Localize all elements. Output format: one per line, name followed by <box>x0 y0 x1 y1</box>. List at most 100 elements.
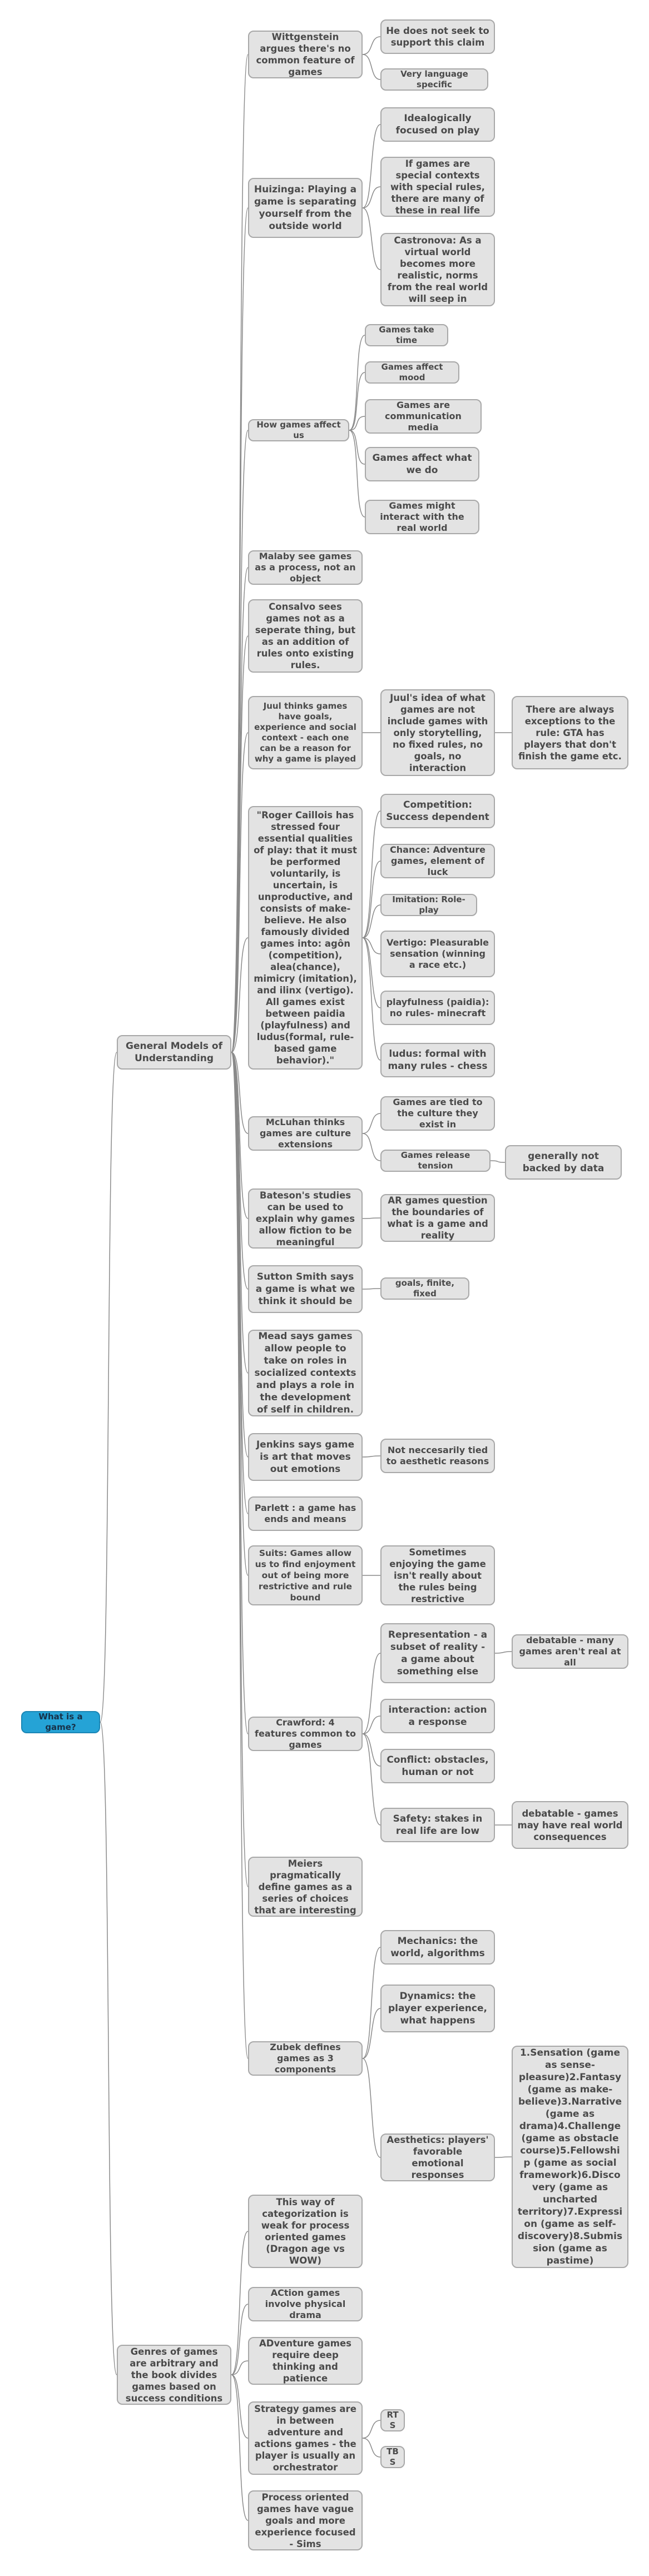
root-node[interactable]: What is a game? <box>21 1711 100 1733</box>
node-suits[interactable]: Suits: Games allow us to find enjoyment … <box>248 1545 363 1605</box>
node-juul[interactable]: Juul thinks games have goals, experience… <box>248 696 363 769</box>
node-genres-rts[interactable]: RTS <box>380 2409 405 2431</box>
node-juul-exceptions[interactable]: There are always exceptions to the rule:… <box>512 696 628 769</box>
node-caillois-chance[interactable]: Chance: Adventure games, element of luck <box>380 844 495 878</box>
node-genres[interactable]: Genres of games are arbitrary and the bo… <box>117 2345 231 2405</box>
node-caillois-vertigo[interactable]: Vertigo: Pleasurable sensation (winning … <box>380 931 495 977</box>
node-mcluhan[interactable]: McLuhan thinks games are culture extensi… <box>248 1116 363 1151</box>
edge-genres-gn4 <box>231 2374 249 2439</box>
edge-caillois-c1 <box>362 810 381 938</box>
edge-root-genres <box>100 1722 117 2375</box>
node-games-real-world[interactable]: Games might interact with the real world <box>365 500 479 534</box>
edge-general-caillois <box>231 937 249 1053</box>
node-wittgenstein-language[interactable]: Very language specific <box>380 68 488 91</box>
edge-general-howgames <box>231 430 249 1053</box>
node-zubek[interactable]: Zubek defines games as 3 components <box>248 2041 363 2076</box>
node-crawford-representation-debate[interactable]: debatable - many games aren't real at al… <box>512 1634 628 1669</box>
edge-general-mcluhan <box>231 1052 249 1134</box>
edge-caillois-c2 <box>362 861 381 938</box>
edge-caillois-c5 <box>362 937 381 1008</box>
edge-wittgenstein-w2 <box>362 54 381 80</box>
edge-general-juul <box>231 732 249 1053</box>
node-games-affect-mood[interactable]: Games affect mood <box>365 361 459 384</box>
edge-caillois-c3 <box>362 904 381 938</box>
edge-zubek-z1 <box>362 1947 381 2059</box>
edge-genres-gn1 <box>231 2231 249 2375</box>
node-parlett[interactable]: Parlett : a game has ends and means <box>248 1496 363 1531</box>
node-sutton-smith[interactable]: Sutton Smith says a game is what we thin… <box>248 1265 363 1313</box>
node-caillois-ludus[interactable]: ludus: formal with many rules - chess <box>380 1043 495 1077</box>
node-huizinga[interactable]: Huizinga: Playing a game is separating y… <box>248 178 363 238</box>
edge-zubek-z2 <box>362 2008 381 2059</box>
edge-general-consalvo <box>231 635 249 1053</box>
node-general-models[interactable]: General Models of Understanding <box>117 1035 231 1070</box>
node-crawford-safety[interactable]: Safety: stakes in real life are low <box>380 1808 495 1842</box>
node-consalvo[interactable]: Consalvo sees games not as a seperate th… <box>248 599 363 673</box>
edge-wittgenstein-w1 <box>362 36 381 55</box>
edge-huizinga-h1 <box>362 124 381 208</box>
edge-general-suits <box>231 1052 249 1576</box>
edge-root-general <box>100 1052 117 1723</box>
node-castronova[interactable]: Castronova: As a virtual world becomes m… <box>380 233 495 306</box>
edge-general-bateson <box>231 1052 249 1219</box>
edge-genres-gn5 <box>231 2374 249 2521</box>
node-games-take-time[interactable]: Games take time <box>365 324 448 346</box>
node-sutton-goals[interactable]: goals, finite, fixed <box>380 1277 469 1300</box>
node-crawford[interactable]: Crawford: 4 features common to games <box>248 1717 363 1751</box>
node-genres-process[interactable]: Process oriented games have vague goals … <box>248 2490 363 2550</box>
node-mead[interactable]: Mead says games allow people to take on … <box>248 1330 363 1416</box>
node-mcluhan-culture[interactable]: Games are tied to the culture they exist… <box>380 1096 495 1131</box>
node-how-games-affect[interactable]: How games affect us <box>248 419 349 441</box>
node-suits-enjoying[interactable]: Sometimes enjoying the game isn't really… <box>380 1545 495 1605</box>
node-genres-weak[interactable]: This way of categorization is weak for p… <box>248 2195 363 2268</box>
edge-gn4-gn4a <box>362 2420 381 2439</box>
node-caillois-competition[interactable]: Competition: Success dependent <box>380 794 495 828</box>
edge-howgames-g2 <box>349 372 365 431</box>
node-huizinga-contexts[interactable]: If games are special contexts with speci… <box>380 157 495 217</box>
node-genres-adventure[interactable]: ADventure games require deep thinking an… <box>248 2337 363 2385</box>
node-jenkins[interactable]: Jenkins says game is art that moves out … <box>248 1433 363 1481</box>
edge-crawford-cr2 <box>362 1715 381 1734</box>
node-zubek-dynamics[interactable]: Dynamics: the player experience, what ha… <box>380 1985 495 2032</box>
edge-huizinga-h3 <box>362 207 381 270</box>
edge-howgames-g4 <box>349 430 365 465</box>
node-jenkins-aesthetic[interactable]: Not neccesarily tied to aesthetic reason… <box>380 1439 495 1473</box>
node-wittgenstein[interactable]: Wittgenstein argues there's no common fe… <box>248 31 363 78</box>
node-caillois[interactable]: "Roger Caillois has stressed four essent… <box>248 806 363 1070</box>
node-crawford-interaction[interactable]: interaction: action a response <box>380 1699 495 1733</box>
edge-zubek-z3 <box>362 2058 381 2158</box>
node-bateson[interactable]: Bateson's studies can be used to explain… <box>248 1188 363 1249</box>
node-bateson-ar[interactable]: AR games question the boundaries of what… <box>380 1194 495 1242</box>
edge-gn4-gn4b <box>362 2438 381 2458</box>
edge-mcluhan-m2 <box>362 1133 381 1161</box>
node-crawford-representation[interactable]: Representation - a subset of reality - a… <box>380 1623 495 1683</box>
edge-general-zubek <box>231 1052 249 2059</box>
node-malaby[interactable]: Malaby see games as a process, not an ob… <box>248 550 363 585</box>
node-meiers[interactable]: Meiers pragmatically define games as a s… <box>248 1857 363 1917</box>
node-genres-action[interactable]: ACtion games involve physical drama <box>248 2287 363 2321</box>
node-caillois-paidia[interactable]: playfulness (paidia): no rules- minecraf… <box>380 991 495 1025</box>
node-juul-not-games[interactable]: Juul's idea of what games are not includ… <box>380 689 495 776</box>
node-caillois-imitation[interactable]: Imitation: Role-play <box>380 894 477 916</box>
node-zubek-aesthetics-list[interactable]: 1.Sensation (game as sense-pleasure)2.Fa… <box>512 2046 628 2268</box>
edge-howgames-g5 <box>349 430 365 518</box>
node-genres-strategy[interactable]: Strategy games are in between adventure … <box>248 2401 363 2475</box>
edge-jenkins-je1 <box>362 1455 381 1458</box>
node-huizinga-play[interactable]: Idealogically focused on play <box>380 107 495 142</box>
node-games-communication[interactable]: Games are communication media <box>365 399 482 434</box>
edge-general-sutton <box>231 1052 249 1290</box>
node-crawford-safety-debate[interactable]: debatable - games may have real world co… <box>512 1801 628 1849</box>
node-wittgenstein-claim[interactable]: He does not seek to support this claim <box>380 19 495 54</box>
edge-crawford-cr4 <box>362 1733 381 1826</box>
node-zubek-aesthetics[interactable]: Aesthetics: players' favorable emotional… <box>380 2134 495 2181</box>
node-mcluhan-tension[interactable]: Games release tension <box>380 1150 491 1172</box>
edge-genres-gn3 <box>231 2360 249 2375</box>
edge-caillois-c4 <box>362 937 381 954</box>
node-games-affect-actions[interactable]: Games affect what we do <box>365 447 479 481</box>
node-genres-tbs[interactable]: TBS <box>380 2446 405 2468</box>
node-zubek-mechanics[interactable]: Mechanics: the world, algorithms <box>380 1930 495 1965</box>
node-mcluhan-data[interactable]: generally not backed by data <box>505 1145 622 1180</box>
node-crawford-conflict[interactable]: Conflict: obstacles, human or not <box>380 1749 495 1783</box>
